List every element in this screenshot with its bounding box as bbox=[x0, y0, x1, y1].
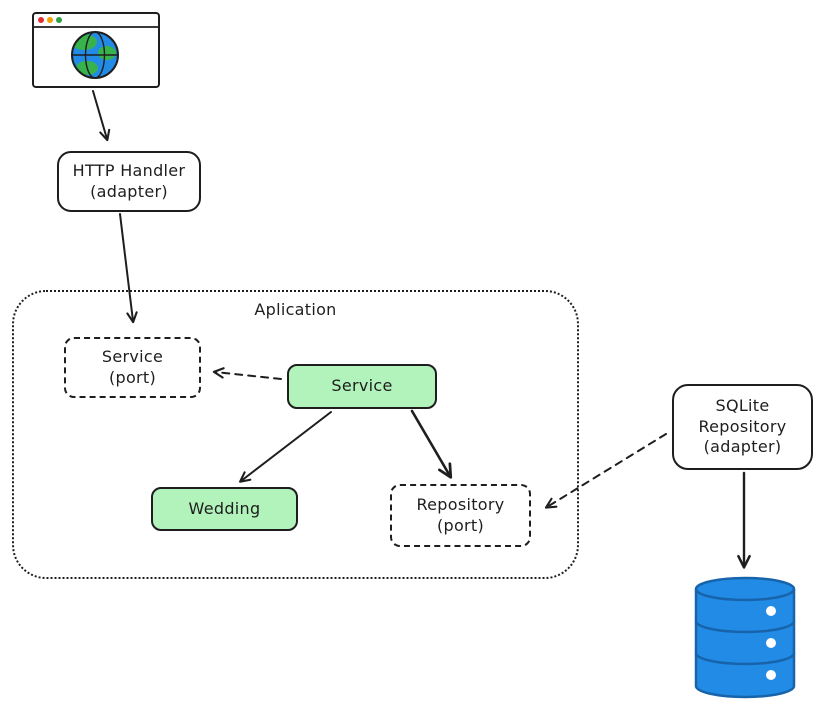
service-label: Service bbox=[331, 376, 393, 396]
sqlite-repository-box: SQLite Repository (adapter) bbox=[672, 384, 813, 470]
repository-port-box: Repository (port) bbox=[390, 484, 531, 547]
db-dot-3 bbox=[766, 670, 776, 680]
service-port-label: Service bbox=[101, 346, 164, 366]
http-handler-box: HTTP Handler (adapter) bbox=[57, 151, 201, 212]
arrow-service-to-repository-port bbox=[410, 409, 453, 479]
arrow-service-to-service-port bbox=[212, 367, 282, 380]
repository-port-sublabel: (port) bbox=[436, 515, 485, 535]
repository-port-label: Repository bbox=[416, 494, 505, 514]
wedding-label: Wedding bbox=[188, 498, 261, 518]
db-dot-2 bbox=[766, 638, 776, 648]
wedding-box: Wedding bbox=[151, 487, 298, 531]
arrow-http-handler-to-service-port bbox=[119, 213, 138, 324]
globe-icon bbox=[71, 31, 119, 79]
green-dot-icon bbox=[56, 17, 62, 23]
service-port-box: Service (port) bbox=[64, 337, 201, 398]
db-dot-1 bbox=[766, 606, 776, 616]
service-port-sublabel: (port) bbox=[108, 367, 157, 387]
arrow-sqlite-to-repository-port bbox=[544, 433, 667, 509]
sqlite-repository-label-line2: Repository bbox=[698, 416, 787, 436]
browser-window-icon bbox=[32, 12, 160, 88]
sqlite-repository-label-line1: SQLite bbox=[715, 395, 770, 415]
application-label: Aplication bbox=[254, 300, 337, 319]
arrow-service-to-wedding bbox=[239, 411, 332, 483]
red-dot-icon bbox=[38, 17, 44, 23]
database-icon bbox=[694, 576, 796, 699]
yellow-dot-icon bbox=[47, 17, 53, 23]
sqlite-repository-label-line3: (adapter) bbox=[703, 437, 782, 457]
window-control-dots bbox=[38, 17, 62, 23]
http-handler-sublabel: (adapter) bbox=[90, 181, 168, 201]
service-box: Service bbox=[287, 364, 437, 409]
http-handler-label: HTTP Handler bbox=[72, 160, 186, 180]
arrow-browser-to-http-handler bbox=[92, 90, 111, 142]
application-boundary: Aplication bbox=[12, 290, 579, 579]
